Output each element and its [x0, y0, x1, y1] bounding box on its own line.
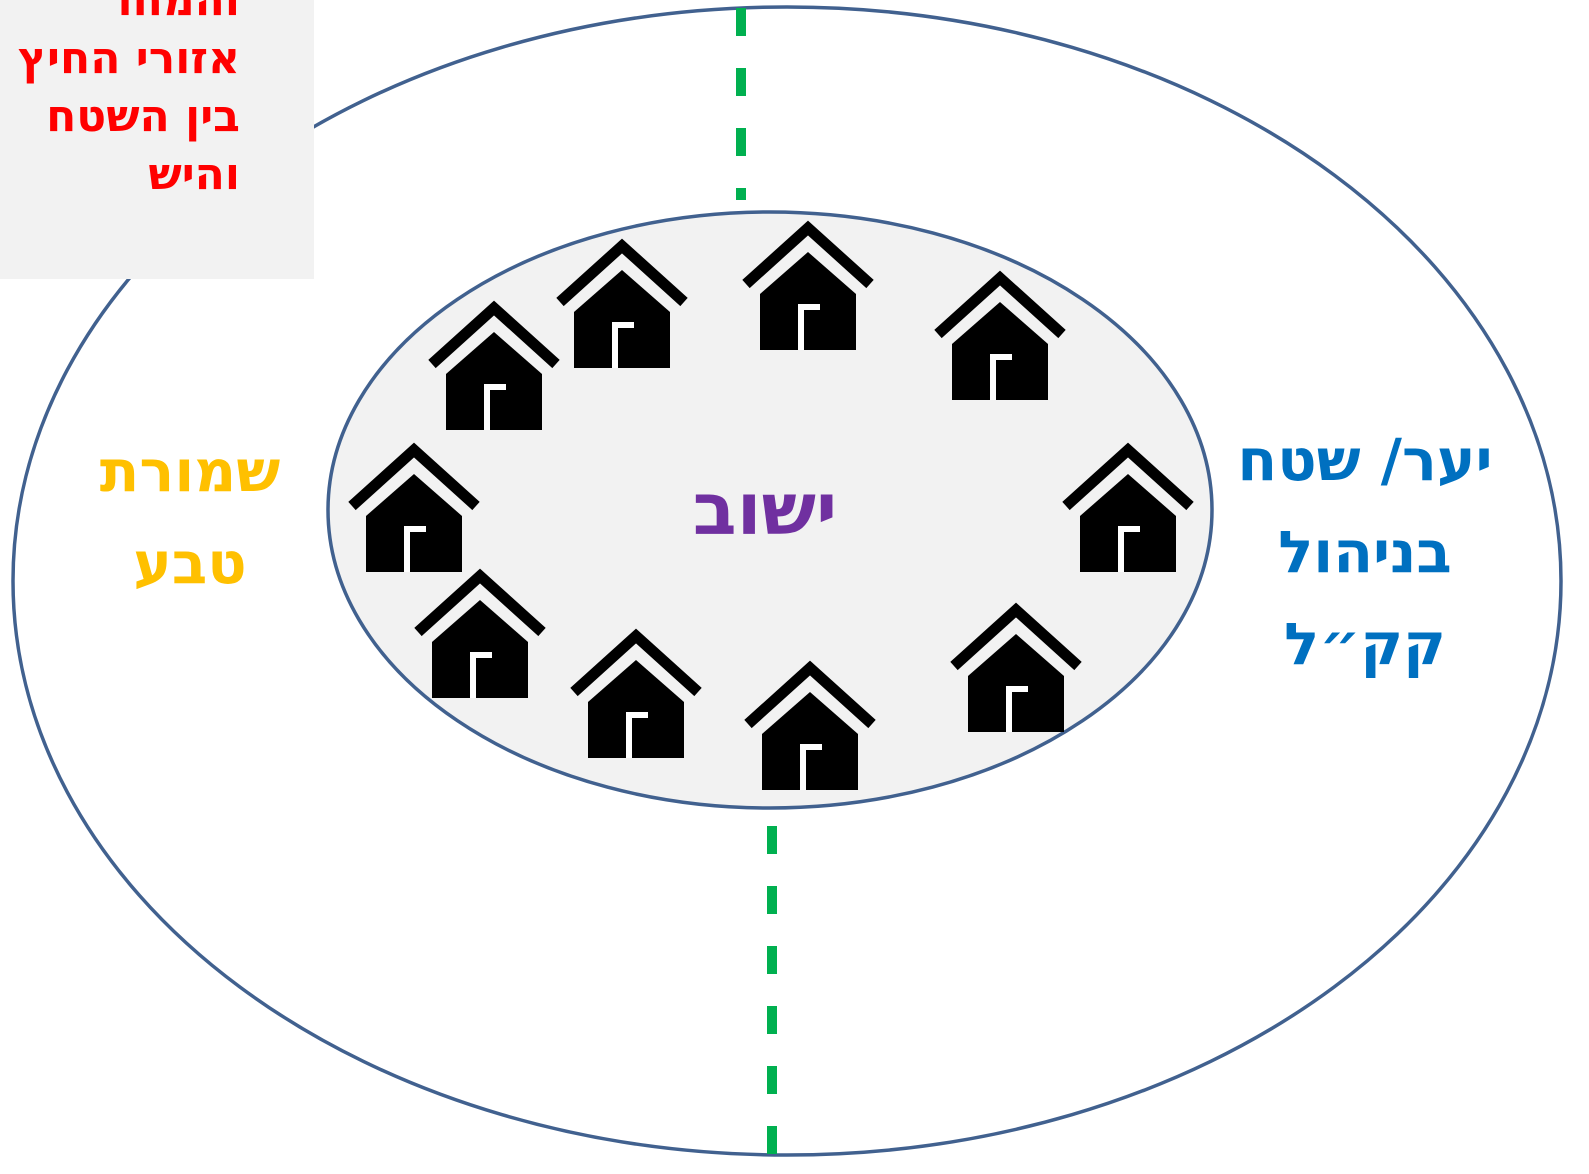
forest-area-line: יער/ שטח — [1237, 426, 1493, 494]
callout-box: והמחו אזורי החיץ בין השטח והיש — [0, 0, 314, 279]
callout-line: בין השטח — [46, 91, 240, 142]
settlement-label: ישוב — [692, 467, 838, 551]
callout-line: והיש — [148, 149, 240, 200]
callout-line: אזורי החיץ — [17, 33, 240, 84]
nature-reserve-line: שמורת — [99, 437, 281, 505]
callout-text: והמחו אזורי החיץ בין השטח והיש — [0, 0, 240, 204]
outer-area-ellipse — [11, 5, 1563, 1157]
forest-area-label: יער/ שטח בניהול קק״ל — [1200, 414, 1530, 690]
forest-area-line: בניהול — [1278, 518, 1452, 586]
nature-reserve-label: שמורת טבע — [70, 425, 310, 609]
nature-reserve-line: טבע — [133, 529, 247, 597]
forest-area-line: קק״ל — [1284, 610, 1446, 678]
callout-line: והמחו — [117, 0, 240, 26]
